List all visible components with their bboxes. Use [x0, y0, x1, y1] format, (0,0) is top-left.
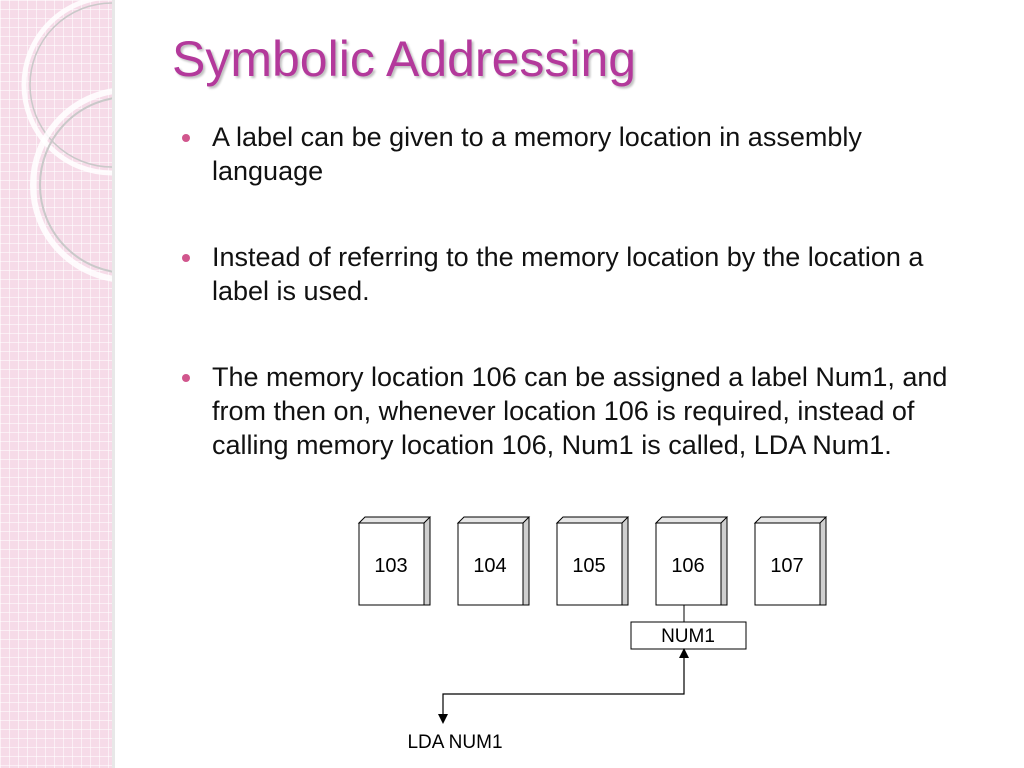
memory-cell-104: 104 [456, 516, 531, 606]
bullet-text: The memory location 106 can be assigned … [212, 362, 948, 460]
bullet-text: A label can be given to a memory locatio… [212, 122, 862, 186]
memory-cell-107: 107 [753, 516, 828, 606]
sidebar-circles [21, 0, 112, 282]
bullet-text: Instead of referring to the memory locat… [212, 242, 924, 306]
memory-cell-label: 105 [572, 555, 605, 577]
memory-cell-106: 106 [654, 516, 729, 606]
memory-cell-105: 105 [555, 516, 630, 606]
memory-cell-label: 107 [770, 555, 803, 577]
reference-arrow [442, 648, 689, 722]
memory-cell-103: 103 [357, 516, 432, 606]
bullet-item: The memory location 106 can be assigned … [182, 360, 962, 462]
bullet-list: A label can be given to a memory locatio… [182, 120, 962, 514]
bullet-icon [182, 374, 190, 382]
memory-cell-label: 104 [473, 555, 506, 577]
bullet-item: A label can be given to a memory locatio… [182, 120, 962, 188]
bullet-icon [182, 254, 190, 262]
slide-title: Symbolic Addressing [172, 31, 637, 87]
bullet-icon [182, 134, 190, 142]
bullet-item: Instead of referring to the memory locat… [182, 240, 962, 308]
instruction-text: LDA NUM1 [407, 732, 502, 753]
memory-cell-label: 106 [671, 555, 704, 577]
memory-cell-label: 103 [374, 555, 407, 577]
arrow-tail-icon [438, 714, 448, 724]
sidebar-decoration [0, 0, 112, 768]
label-text: NUM1 [661, 626, 715, 647]
sidebar-divider [112, 0, 115, 768]
label-box: NUM1 [630, 621, 747, 650]
